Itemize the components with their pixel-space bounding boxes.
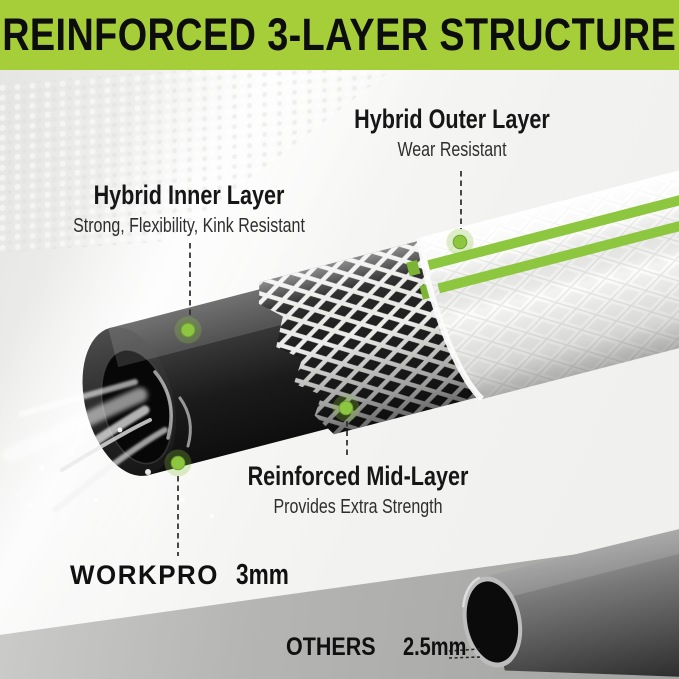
brand-thickness-label: WORKPRO 3mm bbox=[70, 559, 304, 592]
brand-thickness-value: 3mm bbox=[236, 559, 290, 591]
callout-inner-layer: Hybrid Inner Layer Strong, Flexibility, … bbox=[9, 180, 369, 238]
callout-mid-layer: Reinforced Mid-Layer Provides Extra Stre… bbox=[178, 461, 538, 519]
brand-logo-text: WORKPRO bbox=[70, 560, 219, 590]
layer-marker-inner bbox=[174, 316, 202, 344]
water-spray bbox=[2, 370, 214, 518]
others-thickness-label: OTHERS 2.5mm bbox=[286, 633, 482, 662]
header-banner: REINFORCED 3-LAYER STRUCTURE bbox=[0, 0, 679, 70]
green-stripe bbox=[427, 192, 679, 271]
layer-marker-mid bbox=[332, 394, 360, 422]
layer-marker-brand bbox=[164, 449, 192, 477]
callout-outer-layer: Hybrid Outer Layer Wear Resistant bbox=[272, 104, 632, 162]
layer-marker-outer bbox=[446, 228, 474, 256]
others-hose bbox=[461, 526, 679, 679]
callout-outer-title: Hybrid Outer Layer bbox=[354, 104, 550, 134]
outer-layer bbox=[416, 169, 679, 402]
callout-mid-title: Reinforced Mid-Layer bbox=[247, 461, 469, 491]
others-thickness-value: 2.5mm bbox=[403, 633, 467, 661]
stripe-cut-end bbox=[406, 259, 421, 277]
callout-inner-title: Hybrid Inner Layer bbox=[93, 180, 285, 210]
others-label-text: OTHERS bbox=[286, 633, 376, 661]
callout-mid-subtitle: Provides Extra Strength bbox=[273, 496, 443, 519]
callout-inner-subtitle: Strong, Flexibility, Kink Resistant bbox=[73, 215, 305, 238]
green-stripe bbox=[437, 216, 679, 294]
three-layer-hose bbox=[82, 169, 679, 476]
banner-title: REINFORCED 3-LAYER STRUCTURE bbox=[2, 9, 677, 60]
callout-outer-subtitle: Wear Resistant bbox=[397, 139, 507, 162]
